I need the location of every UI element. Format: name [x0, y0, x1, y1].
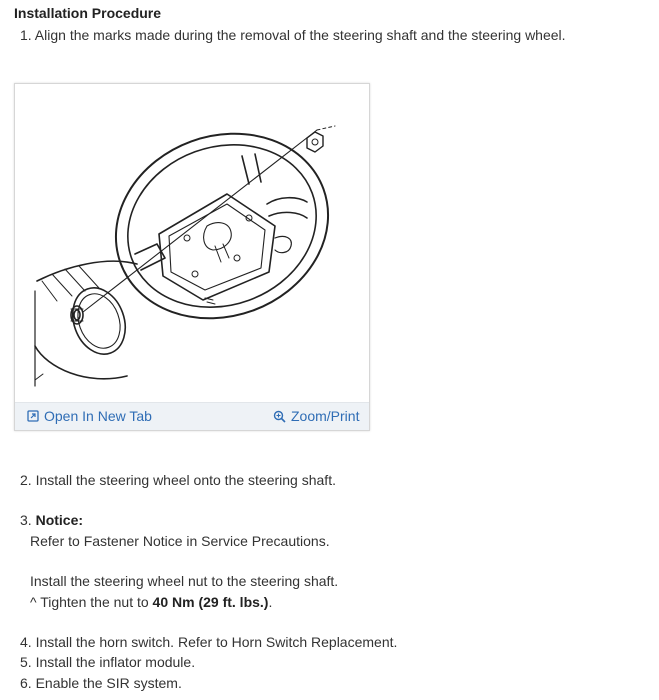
- figure-steering-wheel: Open In New Tab Zoom/Print: [14, 83, 370, 431]
- zoom-icon: [273, 410, 286, 423]
- figure-toolbar: Open In New Tab Zoom/Print: [15, 402, 369, 430]
- step-5: 5. Install the inflator module.: [20, 654, 196, 670]
- tighten-prefix: ^ Tighten the nut to: [30, 594, 153, 610]
- open-in-new-tab-link[interactable]: Open In New Tab: [27, 408, 152, 424]
- page-title: Installation Procedure: [14, 5, 162, 21]
- step-3-refer: Refer to Fastener Notice in Service Prec…: [30, 533, 330, 549]
- step-3-install: Install the steering wheel nut to the st…: [30, 573, 339, 589]
- tighten-suffix: .: [268, 594, 273, 610]
- step-3-tighten: ^ Tighten the nut to 40 Nm (29 ft. lbs.)…: [30, 594, 272, 610]
- step-1: 1. Align the marks made during the remov…: [20, 27, 566, 43]
- open-in-new-tab-label: Open In New Tab: [44, 408, 152, 424]
- step-3-heading: 3. Notice:: [20, 512, 83, 528]
- zoom-print-label: Zoom/Print: [291, 408, 360, 424]
- step-3-number: 3.: [20, 512, 36, 528]
- notice-label: Notice:: [35, 512, 84, 528]
- torque-value: 40 Nm (29 ft. lbs.): [152, 594, 269, 610]
- step-4: 4. Install the horn switch. Refer to Hor…: [20, 634, 398, 650]
- step-6: 6. Enable the SIR system.: [20, 675, 182, 691]
- step-2: 2. Install the steering wheel onto the s…: [20, 472, 336, 488]
- open-new-tab-icon: [27, 410, 39, 422]
- zoom-print-link[interactable]: Zoom/Print: [273, 408, 359, 424]
- steering-wheel-illustration[interactable]: [17, 86, 367, 404]
